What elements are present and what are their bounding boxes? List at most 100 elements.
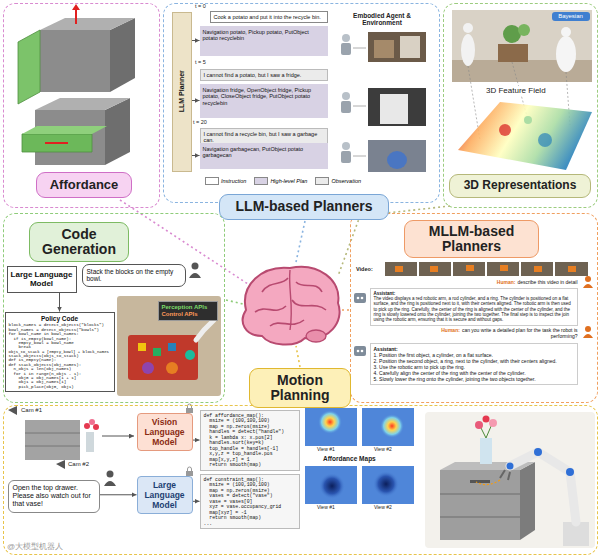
agent-environment bbox=[368, 32, 426, 62]
3d-scene bbox=[458, 102, 592, 170]
cabinet-illustration bbox=[40, 18, 135, 30]
motion-scene bbox=[25, 446, 80, 447]
legend-item: Observation bbox=[315, 177, 361, 185]
panel-title: Affordance bbox=[36, 172, 132, 198]
text-heading: Assistant: bbox=[374, 291, 574, 296]
3d-scene bbox=[452, 10, 592, 82]
label-holder: Video: bbox=[355, 266, 374, 272]
dotted-link bbox=[340, 309, 349, 311]
dotted-link bbox=[296, 346, 300, 367]
node-text: Navigation potato, Pickup potato, PutObj… bbox=[203, 29, 325, 42]
3d-scene bbox=[499, 124, 511, 136]
node-text: 5. Slowly lower the ring onto the cylind… bbox=[374, 376, 574, 382]
node-text: empty_bowl = bowl_name bbox=[9, 341, 111, 345]
video-strip bbox=[357, 297, 360, 300]
agent-environment bbox=[341, 43, 351, 55]
text-heading: Perception APIs bbox=[162, 304, 214, 311]
motion-scene bbox=[102, 436, 134, 437]
category-panel: MLLM-based PlannersHuman:describe this v… bbox=[350, 213, 598, 403]
node-text: def is_empty(name): bbox=[9, 358, 111, 362]
chat-message: Human:can you write a detailed plan for … bbox=[430, 327, 578, 339]
node-text: map[xyz] = -1 bbox=[204, 510, 296, 516]
legend-text: Instruction bbox=[221, 178, 246, 184]
robot-photo bbox=[189, 273, 201, 278]
motion-scene bbox=[534, 448, 542, 456]
label-holder: Cam #2 bbox=[67, 461, 90, 468]
code-box: Policy Codeblock_names = detect_objects(… bbox=[5, 312, 115, 393]
brain-icon bbox=[290, 270, 292, 330]
cabinet-illustration bbox=[18, 4, 135, 165]
motion-scene bbox=[520, 462, 535, 540]
robot-photo bbox=[168, 343, 176, 351]
motion-scene bbox=[475, 421, 483, 429]
legend-swatch bbox=[205, 177, 219, 185]
robot-photo bbox=[166, 362, 178, 374]
cabinet-illustration bbox=[35, 98, 130, 110]
motion-scene bbox=[380, 414, 404, 438]
robot-photo bbox=[142, 362, 154, 374]
brain-icon bbox=[243, 267, 340, 345]
text-heading: def affordance_map(): bbox=[204, 413, 296, 419]
node-text: x,y,z = top_handle.pos bbox=[204, 451, 296, 457]
video-strip bbox=[583, 284, 593, 288]
node-text: pick_place(obj0, obj1) bbox=[9, 385, 111, 389]
label-text: View #2 bbox=[373, 447, 393, 453]
motion-scene bbox=[319, 473, 345, 499]
agent-environment bbox=[353, 48, 366, 49]
node-text: obj1 = obj_names[i] bbox=[9, 380, 111, 384]
label-holder: t = 5 bbox=[194, 59, 207, 65]
label-holder: Cam #1 bbox=[20, 407, 43, 414]
legend-swatch bbox=[254, 177, 268, 185]
label-text: View #1 bbox=[316, 505, 336, 511]
legend: Instruction High-level Plan Observation bbox=[205, 177, 361, 185]
motion-scene bbox=[188, 467, 192, 471]
video-strip bbox=[354, 293, 366, 303]
label-text: 3D Feature Field bbox=[485, 86, 547, 95]
node-text: xyz = vase.occupancy_grid bbox=[204, 504, 296, 510]
motion-scene bbox=[107, 471, 114, 478]
code-box: def constraint_map(): msize = (100,100,1… bbox=[200, 474, 300, 530]
video-strip bbox=[534, 266, 542, 272]
agent-environment bbox=[368, 88, 426, 126]
agent-environment bbox=[374, 40, 394, 58]
robot-photo bbox=[196, 320, 214, 340]
agent-environment bbox=[380, 94, 408, 124]
agent-environment bbox=[341, 32, 426, 172]
agent-environment bbox=[342, 92, 350, 100]
category-panel: Motion PlanningVision Language ModelLarg… bbox=[3, 405, 598, 555]
label-text: View #1 bbox=[316, 447, 336, 453]
node-text: map = np.zeros(msize) bbox=[204, 488, 296, 494]
node-text: break bbox=[9, 345, 111, 349]
node-text: for i in range(n_objs - 1): bbox=[9, 372, 111, 376]
label-text: t = 5 bbox=[194, 59, 207, 65]
label-holder: t = 0 bbox=[194, 3, 207, 9]
node-text: for bowl_name in bowl_names: bbox=[9, 332, 111, 336]
model-box: Large Language Model bbox=[7, 266, 77, 293]
3d-scene bbox=[518, 24, 530, 36]
text-heading: Human: bbox=[441, 327, 460, 333]
video-strip bbox=[430, 266, 438, 272]
agent-environment bbox=[368, 140, 426, 172]
motion-scene bbox=[373, 471, 399, 497]
node-text: block_names = detect_objects("blocks") bbox=[9, 323, 111, 327]
speech-bubble: Open the top drawer. Please also watch o… bbox=[8, 480, 100, 513]
speech-bubble: Stack the blocks on the empty bowl. bbox=[82, 264, 186, 288]
arrow-connector bbox=[193, 440, 200, 441]
api-box: Perception APIsControl APIs bbox=[158, 301, 218, 321]
cabinet-illustration bbox=[45, 142, 68, 144]
label-text: Embodied Agent & Environment bbox=[333, 12, 431, 27]
label-holder: Embodied Agent & Environment bbox=[333, 12, 431, 27]
node-text: 3. Use the robotic arm to pick up the ri… bbox=[374, 364, 574, 370]
3d-scene bbox=[538, 133, 552, 147]
node-text: k = lambda x: x.pos[2] bbox=[204, 435, 296, 441]
motion-scene bbox=[489, 419, 497, 427]
video-strip bbox=[585, 326, 591, 332]
node-text: def stack_objects(obj_names): bbox=[9, 363, 111, 367]
code-box: def affordance_map(): msize = (100,100,1… bbox=[200, 410, 300, 471]
legend-text: High-level Plan bbox=[270, 178, 307, 184]
3d-scene bbox=[461, 34, 475, 66]
robot-photo bbox=[185, 350, 195, 360]
motion-scene bbox=[507, 463, 514, 470]
category-panel: 3D RepresentationsBayesian bbox=[443, 3, 598, 208]
motion-scene bbox=[305, 466, 357, 504]
